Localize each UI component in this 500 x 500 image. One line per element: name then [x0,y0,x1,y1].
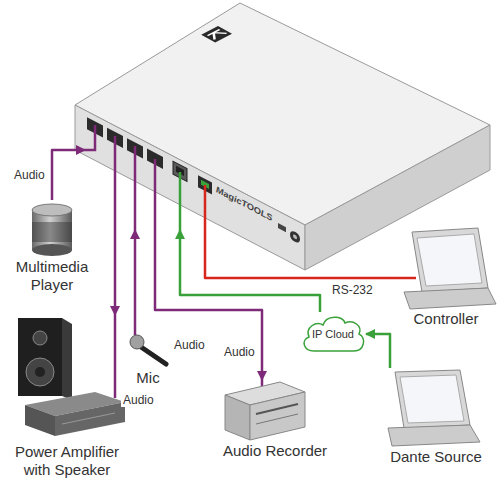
amplifier-icon [114,315,117,398]
audio-cable [114,230,117,315]
cloud-label: IP Cloud [312,328,354,340]
speaker-icon [18,318,62,396]
device-node: Dante Source [380,368,492,466]
brand-logo [208,29,227,39]
device-caption: Multimedia Player [2,258,102,294]
connector-label: Audio [222,345,257,359]
wire-stubs [85,125,205,230]
controller-laptop-icon [395,228,496,309]
cloud-outline [304,317,363,351]
controller-laptop-icon [395,277,416,280]
device-ports [293,234,297,240]
wire-stubs [85,125,95,150]
icon-space [380,368,492,448]
device-marking: MagicTOOLS [216,184,272,224]
amplifier-icon [62,413,115,424]
device-housing [75,3,490,270]
device-node: Power Amplifier with Speaker [2,315,132,479]
controller-laptop-icon [404,288,496,309]
device-node: Multimedia Player [2,200,102,294]
device-caption: Power Amplifier with Speaker [2,443,132,479]
wire-stubs [179,172,182,230]
connector-label: Audio [12,168,47,182]
device-box: MagicTOOLS [85,118,305,230]
controller-laptop-icon [412,228,488,292]
audio-cable [134,230,137,335]
device-node: Controller [395,228,497,328]
amplifier-icon [25,405,55,436]
audio-cable [52,150,85,200]
multimedia-player-icon [32,222,72,242]
device-node: Audio Recorder [215,380,335,460]
network-cable [180,230,320,312]
icon-space [395,228,497,310]
controller-laptop-icon [417,234,482,286]
wire-stubs [204,185,207,230]
audio-cable [155,230,262,380]
device-caption: Mic [118,369,178,387]
audio-recorder-icon [256,414,298,424]
network-cable [366,334,390,368]
device-node: Mic [118,335,178,387]
speaker-icon [18,318,72,400]
dante-laptop-icon [400,375,464,423]
dante-laptop-icon [388,425,480,446]
wire-stubs [114,136,117,230]
multimedia-player-icon [32,204,72,256]
brand-logo [201,26,232,42]
microphone-icon [141,347,166,364]
icon-space [215,380,335,442]
connector-label: Audio [172,338,207,352]
audio-recorder-icon [250,392,305,440]
microphone-icon [130,335,144,349]
amplifier-icon [55,402,125,436]
device-ports [278,223,286,232]
icon-space [2,200,102,258]
device-ports [290,229,300,244]
device-caption: Audio Recorder [215,442,335,460]
speaker-icon [62,318,72,400]
wire-stubs [154,159,157,230]
device-ports [87,116,300,244]
audio-recorder-icon [256,404,298,414]
audio-recorder-icon [225,380,305,440]
device-caption: Dante Source [380,448,492,466]
device-housing [75,105,305,270]
multimedia-player-icon [32,204,72,216]
multimedia-player-icon [32,244,72,256]
speaker-icon [35,367,45,377]
brand-logo [201,26,232,42]
amplifier-icon [25,315,125,436]
speaker-icon [26,358,54,386]
icon-space [118,335,178,369]
cloud-shape: IP Cloud [300,312,366,356]
device-caption: Controller [395,310,497,328]
microphone-icon [130,335,166,364]
speaker-icon [33,331,47,345]
icon-space [2,315,132,443]
dante-laptop-icon [395,370,470,428]
connector-label: RS-232 [330,283,375,297]
connector-label: Audio [121,393,156,407]
audio-recorder-icon [225,395,250,440]
dante-laptop-icon [388,370,480,446]
wire-stubs [134,146,137,230]
rs232-cable [205,230,395,278]
